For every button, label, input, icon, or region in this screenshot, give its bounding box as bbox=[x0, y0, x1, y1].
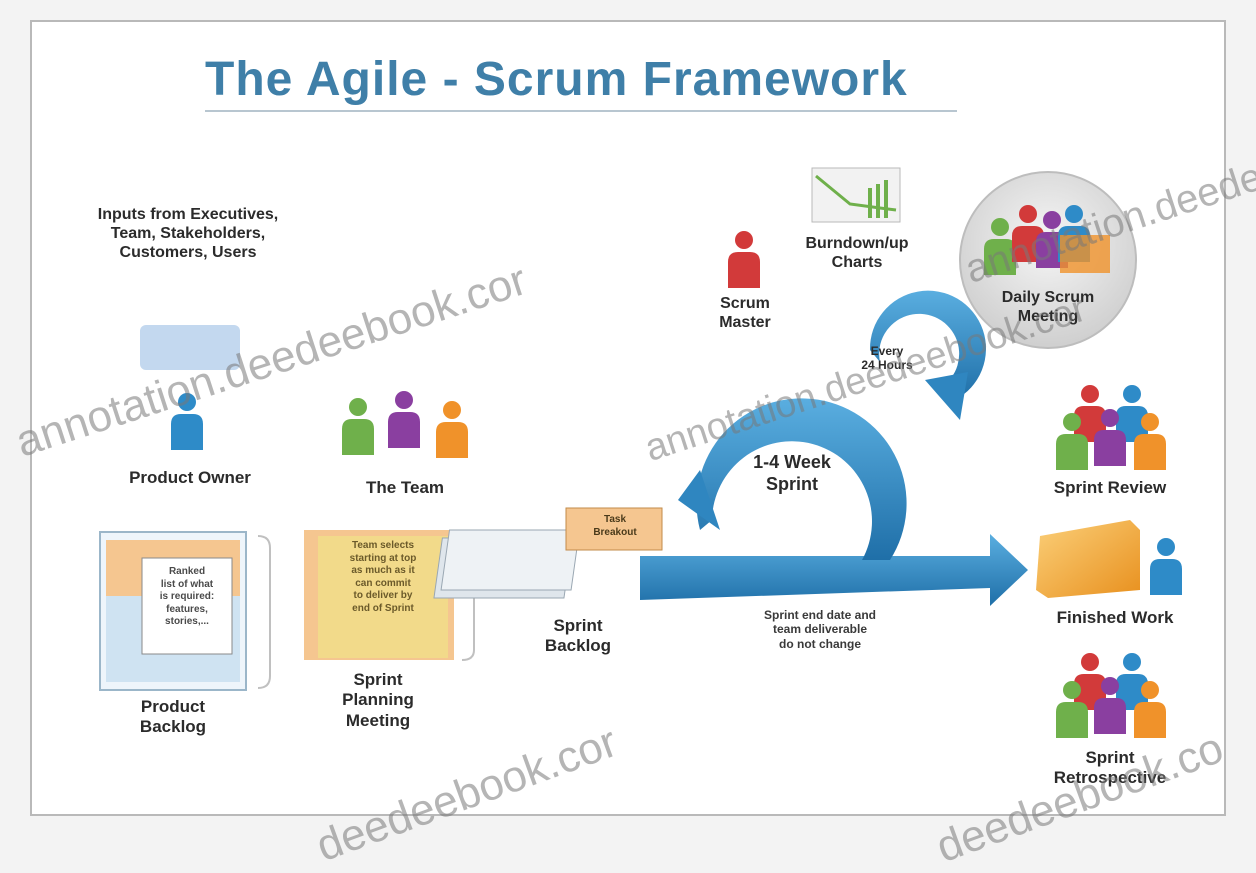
finished-work-label: Finished Work bbox=[1056, 608, 1174, 627]
daily-scrum-icon bbox=[959, 171, 1137, 349]
task-breakout-label: Task Breakout bbox=[593, 514, 637, 538]
team-icon bbox=[342, 391, 468, 458]
product-backlog-note: Ranked list of what is required: feature… bbox=[159, 566, 215, 627]
sprint-planning-label: Sprint Planning Meeting bbox=[342, 670, 414, 730]
sprint-retrospective-icon bbox=[1056, 653, 1166, 738]
daily-scrum-label: Daily Scrum Meeting bbox=[1001, 289, 1095, 326]
diagram-canvas bbox=[99, 167, 1182, 738]
product-backlog-label: Product Backlog bbox=[139, 697, 207, 737]
product-backlog-icon bbox=[99, 531, 271, 691]
burndown-chart-icon bbox=[811, 167, 901, 223]
sprint-planning-icon bbox=[304, 530, 475, 661]
inputs-box bbox=[140, 325, 240, 370]
burndown-label: Burndown/up Charts bbox=[805, 235, 909, 272]
sprint-arrow bbox=[640, 290, 1028, 606]
sprint-backlog-icon bbox=[433, 507, 663, 599]
scrum-master-label: Scrum Master bbox=[719, 295, 771, 332]
sprint-backlog-label: Sprint Backlog bbox=[544, 616, 612, 656]
title-underline bbox=[205, 110, 957, 112]
sprint-review-label: Sprint Review bbox=[1053, 478, 1167, 497]
product-owner-label: Product Owner bbox=[129, 468, 251, 487]
sprint-planning-note: Team selects starting at top as much as … bbox=[349, 540, 417, 614]
finished-work-icon bbox=[1036, 520, 1182, 598]
sprint-retrospective-label: Sprint Retrospective bbox=[1053, 748, 1167, 788]
every-24-hours-label: Every 24 Hours bbox=[861, 344, 913, 373]
sprint-cycle-label: 1-4 Week Sprint bbox=[753, 452, 831, 494]
the-team-label: The Team bbox=[365, 478, 445, 497]
sprint-end-note: Sprint end date and team deliverable do … bbox=[763, 608, 876, 651]
page-title: The Agile - Scrum Framework bbox=[205, 53, 908, 106]
inputs-label: Inputs from Executives, Team, Stakeholde… bbox=[97, 206, 279, 262]
scrum-master-icon bbox=[728, 231, 760, 288]
sprint-review-icon bbox=[1056, 385, 1166, 470]
